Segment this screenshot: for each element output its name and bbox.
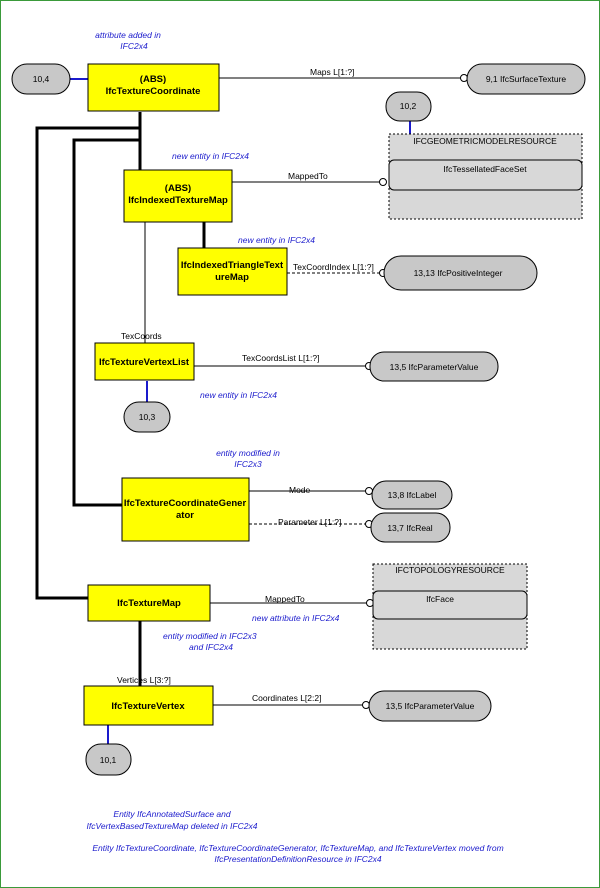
real-oval [370, 512, 451, 543]
svg-text:IfcTextureVertex: IfcTextureVertex [111, 701, 185, 712]
attr-added-note-2: IFC2x4 [120, 41, 148, 51]
ref-10-3-oval [123, 401, 171, 433]
new-entity-note-1: new entity in IFC2x4 [172, 151, 249, 161]
surface-texture-text: 9,1 IfcSurfaceTexture [486, 74, 567, 84]
moved-note-2: IfcPresentationDefinitionResource in IFC… [214, 854, 382, 864]
tessellated-face-set-item: IfcTessellatedFaceSet [443, 164, 527, 174]
topology-schema-title: IFCTOPOLOGYRESOURCE [395, 565, 505, 575]
svg-text:IfcTextureCoordinateGener: IfcTextureCoordinateGener [124, 498, 247, 509]
modified-note-3: entity modified in IFC2x3 [163, 631, 257, 641]
surface-texture-oval [466, 63, 586, 95]
modified-note-2: IFC2x3 [234, 459, 262, 469]
topology-resource-box[interactable]: IFCTOPOLOGYRESOURCE IfcFace [372, 563, 528, 650]
svg-text:IfcTextureMap: IfcTextureMap [117, 598, 181, 609]
inheritance-lines [35, 112, 206, 686]
deleted-note-2: IfcVertexBasedTextureMap deleted in IFC2… [87, 821, 258, 831]
mapped-to-label: MappedTo [288, 171, 328, 181]
svg-text:IfcTextureCoordinate: IfcTextureCoordinate [106, 86, 201, 97]
svg-text:IfcTextureVertexList: IfcTextureVertexList [99, 357, 190, 368]
entity-texture-vertex[interactable]: IfcTextureVertex [83, 685, 214, 726]
parameter-label: Parameter L[1:?] [278, 517, 341, 527]
label-text: 13,8 IfcLabel [388, 490, 437, 500]
ifc-face-item: IfcFace [426, 594, 454, 604]
mapped-to-label-2: MappedTo [265, 594, 305, 604]
geometric-model-resource-box[interactable]: IFCGEOMETRICMODELRESOURCE IfcTessellated… [388, 133, 583, 220]
page-link-lines [70, 78, 411, 744]
ref-10-3-text: 10,3 [139, 412, 156, 422]
svg-text:(ABS): (ABS) [140, 74, 166, 85]
ref-10-4-text: 10,4 [33, 74, 50, 84]
label-oval [371, 480, 453, 510]
mode-label: Mode [289, 485, 311, 495]
attr-added-note-1: attribute added in [95, 30, 161, 40]
positive-integer-oval [383, 255, 538, 291]
deleted-note-1: Entity IfcAnnotatedSurface and [113, 809, 230, 819]
reference-ovals[interactable] [11, 63, 586, 776]
entity-indexed-triangle-texture-map[interactable]: IfcIndexedTriangleText ureMap [177, 247, 288, 296]
new-attribute-note: new attribute in IFC2x4 [252, 613, 340, 623]
tex-coords-label: TexCoords [121, 331, 162, 341]
ref-10-1-oval [85, 743, 132, 776]
coordinates-label: Coordinates L[2:2] [252, 693, 321, 703]
modified-note-1: entity modified in [216, 448, 280, 458]
svg-text:ator: ator [176, 510, 194, 521]
entity-texture-coordinate-generator[interactable]: IfcTextureCoordinateGener ator [121, 477, 250, 542]
parameter-value-oval-2 [368, 690, 492, 722]
optional-attribute-lines [249, 272, 380, 525]
geometric-schema-title: IFCGEOMETRICMODELRESOURCE [413, 136, 557, 146]
entity-indexed-texture-map[interactable]: (ABS) IfcIndexedTextureMap [123, 169, 233, 223]
moved-note-1: Entity IfcTextureCoordinate, IfcTextureC… [92, 843, 503, 853]
entity-texture-coordinate[interactable]: (ABS) IfcTextureCoordinate [87, 63, 220, 112]
new-entity-note-3: new entity in IFC2x4 [200, 390, 277, 400]
entity-texture-map[interactable]: IfcTextureMap [87, 584, 211, 622]
maps-label: Maps L[1:?] [310, 67, 354, 77]
modified-note-4: and IFC2x4 [189, 642, 233, 652]
annotation-notes: attribute added in IFC2x4 new entity in … [87, 30, 504, 864]
parameter-value-text-2: 13,5 IfcParameterValue [386, 701, 475, 711]
relation-labels: Maps L[1:?] MappedTo TexCoordIndex L[1:?… [117, 67, 374, 703]
real-text: 13,7 IfcReal [387, 523, 432, 533]
ref-10-4-oval [11, 63, 71, 95]
positive-integer-text: 13,13 IfcPositiveInteger [414, 268, 503, 278]
tex-coord-index-label: TexCoordIndex L[1:?] [293, 262, 374, 272]
entity-texture-vertex-list[interactable]: IfcTextureVertexList [94, 342, 195, 381]
ref-10-2-oval [385, 91, 432, 122]
tex-coords-list-label: TexCoordsList L[1:?] [242, 353, 319, 363]
reference-oval-texts: 10,4 9,1 IfcSurfaceTexture 10,2 13,13 If… [33, 74, 567, 765]
svg-text:(ABS): (ABS) [165, 183, 191, 194]
ref-10-1-text: 10,1 [100, 755, 117, 765]
ref-10-2-text: 10,2 [400, 101, 417, 111]
parameter-value-oval [369, 351, 499, 382]
new-entity-note-2: new entity in IFC2x4 [238, 235, 315, 245]
vertices-label: Vertices L[3:?] [117, 675, 171, 685]
svg-text:ureMap: ureMap [215, 272, 249, 283]
svg-text:IfcIndexedTriangleText: IfcIndexedTriangleText [181, 260, 284, 271]
parameter-value-text: 13,5 IfcParameterValue [390, 362, 479, 372]
svg-text:IfcIndexedTextureMap: IfcIndexedTextureMap [128, 195, 228, 206]
attribute-lines [144, 77, 461, 706]
